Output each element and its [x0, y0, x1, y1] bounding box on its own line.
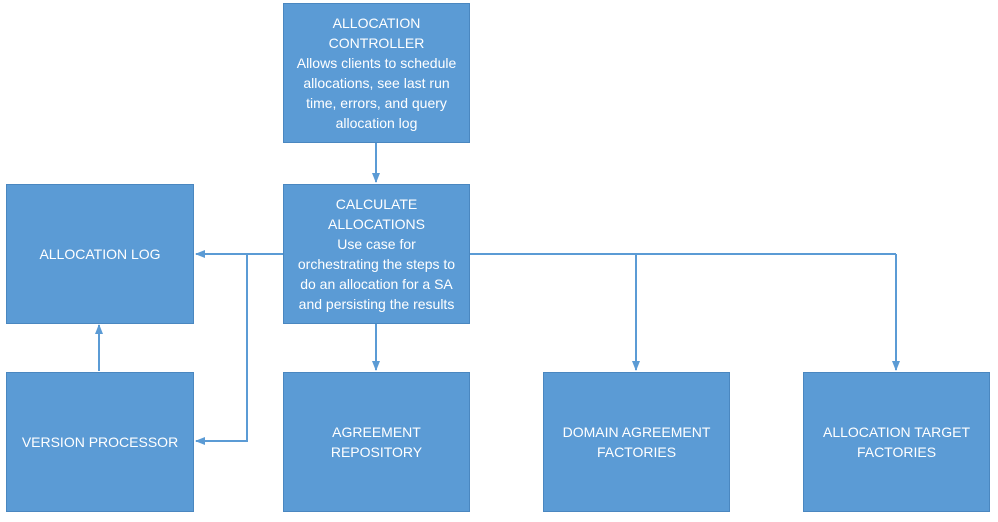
allocation-log-box: ALLOCATION LOG: [6, 184, 194, 324]
allocation-controller-desc-line-2: allocations, see last run: [303, 75, 450, 91]
calculate-allocations-desc-line-3: do an allocation for a SA: [300, 276, 453, 292]
connector-calculate-to-version-processor: [195, 254, 248, 445]
allocation-controller-desc-line-4: allocation log: [335, 115, 418, 131]
allocation-target-factories-line-1: ALLOCATION TARGET: [822, 424, 971, 440]
domain-agreement-factories-box: DOMAIN AGREEMENT FACTORIES: [543, 372, 730, 512]
calculate-allocations-desc-line-1: Use case for: [337, 236, 416, 252]
agreement-repository-label: AGREEMENT REPOSITORY: [330, 424, 423, 460]
allocation-target-factories-box: ALLOCATION TARGET FACTORIES: [803, 372, 990, 512]
allocation-controller-title-line-2: CONTROLLER: [328, 35, 425, 51]
agreement-repository-box: AGREEMENT REPOSITORY: [283, 372, 470, 512]
calculate-allocations-desc-line-2: orchestrating the steps to: [297, 256, 456, 272]
calculate-allocations-desc-line-4: and persisting the results: [298, 296, 455, 312]
allocation-controller-desc-line-3: time, errors, and query: [306, 95, 447, 111]
version-processor-box: VERSION PROCESSOR: [6, 372, 194, 512]
version-processor-label: VERSION PROCESSOR: [21, 434, 179, 450]
allocation-target-factories-line-2: FACTORIES: [856, 444, 937, 460]
calculate-allocations-title-line-1: CALCULATE: [335, 196, 418, 212]
allocation-controller-box: ALLOCATION CONTROLLER Allows clients to …: [283, 3, 470, 143]
calculate-allocations-title-line-2: ALLOCATIONS: [328, 216, 425, 232]
allocation-log-label: ALLOCATION LOG: [39, 246, 161, 262]
allocation-controller-desc-line-1: Allows clients to schedule: [296, 55, 457, 71]
calculate-allocations-box: CALCULATE ALLOCATIONS Use case for orche…: [283, 184, 470, 324]
allocation-controller-title-line-1: ALLOCATION: [332, 15, 421, 31]
domain-agreement-factories-line-1: DOMAIN AGREEMENT: [562, 424, 711, 440]
domain-agreement-factories-line-2: FACTORIES: [596, 444, 677, 460]
